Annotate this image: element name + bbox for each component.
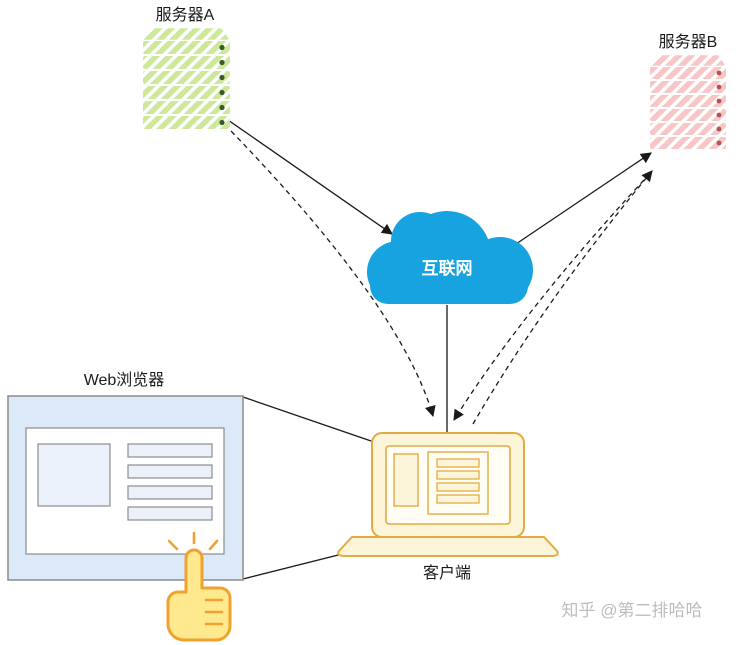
internet-label: 互联网 — [422, 259, 473, 278]
laptop-base — [337, 536, 559, 557]
server-a-label: 服务器A — [156, 6, 215, 24]
dashed-arrow-client-to-server-b — [472, 170, 653, 425]
client-label: 客户端 — [423, 564, 471, 582]
dashed-arrow-server-b-to-client — [453, 179, 645, 421]
projection-line-top — [242, 396, 375, 443]
server-b-label: 服务器B — [659, 33, 718, 51]
laptop-screen-sidebar — [393, 453, 419, 507]
cloud-icon — [367, 211, 533, 304]
server-b-status-dots — [716, 70, 722, 146]
browser-window-group: Web浏览器 — [7, 371, 244, 581]
server-a-status-dots — [219, 44, 225, 126]
server-b-icon — [649, 54, 727, 149]
dashed-arrow-server-a-to-client — [230, 130, 436, 418]
server-a-group: 服务器A — [142, 6, 231, 129]
laptop-screen-bars — [436, 458, 480, 504]
connections — [227, 119, 653, 580]
browser-text-bars — [127, 443, 213, 521]
browser-hero-block — [37, 443, 111, 507]
client-laptop-group: 客户端 — [337, 432, 559, 582]
laptop-icon — [337, 432, 559, 557]
internet-cloud-group: 互联网 — [367, 211, 533, 304]
hand-cursor-click-ticks — [167, 531, 219, 551]
arrow-server-a-to-internet — [227, 119, 393, 235]
arrow-internet-to-server-b — [515, 152, 652, 245]
watermark-text: 知乎 @第二排哈哈 — [562, 601, 703, 620]
hand-cursor-knuckle-lines — [204, 598, 224, 626]
server-b-group: 服务器B — [649, 33, 727, 149]
server-a-icon — [142, 27, 231, 129]
browser-window — [7, 395, 244, 581]
hand-cursor-icon — [166, 531, 232, 642]
browser-label: Web浏览器 — [84, 371, 165, 389]
